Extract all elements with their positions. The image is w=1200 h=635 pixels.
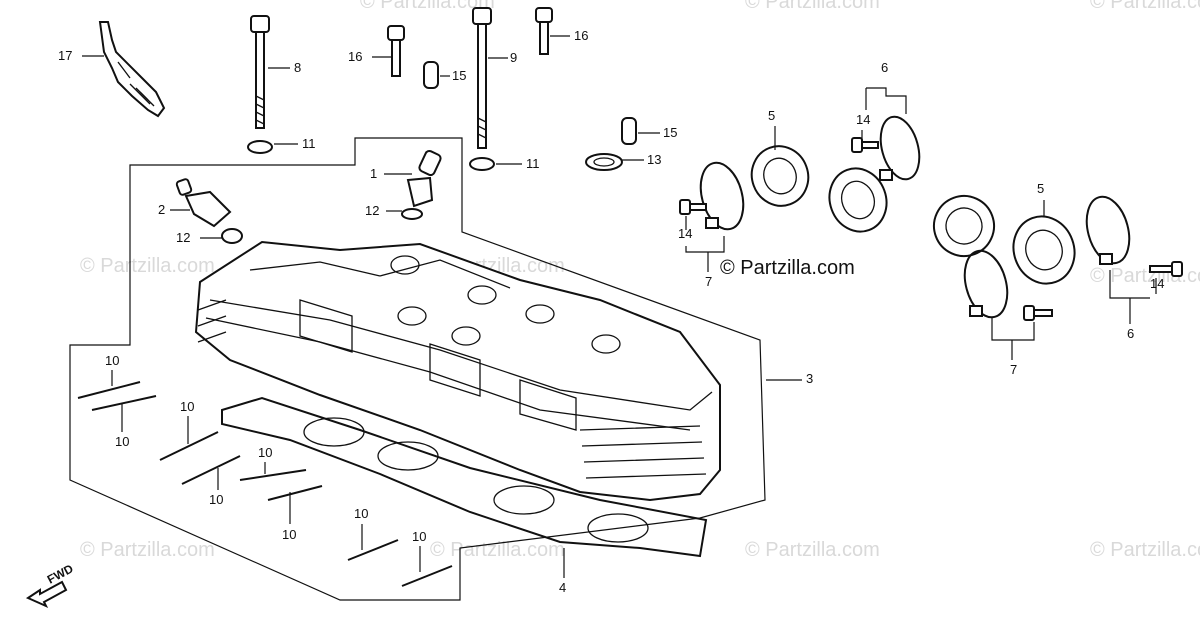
- breather-joint[interactable]: [406, 149, 442, 208]
- callout-11: 11: [302, 136, 316, 151]
- callout-14: 14: [678, 226, 692, 241]
- head-gasket[interactable]: [221, 396, 708, 558]
- watermark-text: © Partzilla.com: [80, 539, 215, 561]
- callout-17: 17: [58, 48, 72, 63]
- carb-insulator-lower[interactable]: [926, 188, 1084, 293]
- spark-plug[interactable]: [98, 21, 166, 118]
- watermark-text: © Partzilla.com: [80, 255, 215, 277]
- callout-6: 6: [881, 60, 888, 75]
- cylinder-head[interactable]: [194, 240, 721, 502]
- callout-10: 10: [354, 506, 368, 521]
- watermark-text: © Partzilla.com: [1090, 265, 1200, 287]
- clamp-set-lower[interactable]: [958, 192, 1136, 322]
- o-ring-12-upper[interactable]: [401, 208, 423, 220]
- short-bolt-right[interactable]: [535, 7, 553, 55]
- callout-10: 10: [209, 492, 223, 507]
- callout-6: 6: [1127, 326, 1134, 341]
- callout-12: 12: [365, 203, 379, 218]
- callout-7: 7: [1010, 362, 1017, 377]
- watermark-text: © Partzilla.com: [745, 539, 880, 561]
- callout-15: 15: [663, 125, 677, 140]
- brand-label: © Partzilla.com: [720, 257, 855, 279]
- seal-ring[interactable]: [585, 153, 623, 171]
- callout-12: 12: [176, 230, 190, 245]
- watermark-text: © Partzilla.com: [1090, 539, 1200, 561]
- clamp-set-upper[interactable]: [694, 112, 926, 234]
- watermark-text: © Partzilla.com: [745, 0, 880, 13]
- callout-9: 9: [510, 50, 517, 65]
- callout-16: 16: [574, 28, 588, 43]
- head-bolt-long[interactable]: [250, 15, 270, 129]
- callout-2: 2: [158, 202, 165, 217]
- watermark-text: © Partzilla.com: [430, 539, 565, 561]
- callout-5: 5: [1037, 181, 1044, 196]
- leader-lines: [82, 35, 1157, 578]
- callout-10: 10: [180, 399, 194, 414]
- callout-14: 14: [1150, 276, 1164, 291]
- callout-4: 4: [559, 580, 566, 595]
- callout-16: 16: [348, 49, 362, 64]
- carb-insulator-upper[interactable]: [743, 138, 895, 239]
- callout-10: 10: [282, 527, 296, 542]
- callout-5: 5: [768, 108, 775, 123]
- watermark-text: © Partzilla.com: [1090, 0, 1200, 13]
- callout-7: 7: [705, 274, 712, 289]
- callout-10: 10: [412, 529, 426, 544]
- sensor-fitting[interactable]: [175, 178, 232, 228]
- watermark-layer: © Partzilla.com © Partzilla.com © Partzill…: [80, 0, 1200, 561]
- washer-8[interactable]: [247, 140, 273, 154]
- dowel-pin-upper[interactable]: [423, 61, 439, 89]
- callout-1: 1: [370, 166, 377, 181]
- clamp-screws[interactable]: [679, 137, 1183, 321]
- callout-13: 13: [647, 152, 661, 167]
- washer-9[interactable]: [469, 157, 495, 171]
- callout-11: 11: [526, 156, 540, 171]
- stud-bolts[interactable]: [77, 381, 453, 587]
- watermark-text: © Partzilla.com: [360, 0, 495, 13]
- callout-15: 15: [452, 68, 466, 83]
- short-bolt-left[interactable]: [387, 25, 405, 77]
- callout-14: 14: [856, 112, 870, 127]
- callout-10: 10: [105, 353, 119, 368]
- callout-8: 8: [294, 60, 301, 75]
- head-bolt-long-9[interactable]: [472, 7, 492, 149]
- forward-direction-indicator: FWD: [25, 561, 76, 609]
- callout-10: 10: [115, 434, 129, 449]
- callout-10: 10: [258, 445, 272, 460]
- dowel-pin-lower[interactable]: [621, 117, 637, 145]
- callout-3: 3: [806, 371, 813, 386]
- o-ring-12-lower[interactable]: [221, 228, 243, 244]
